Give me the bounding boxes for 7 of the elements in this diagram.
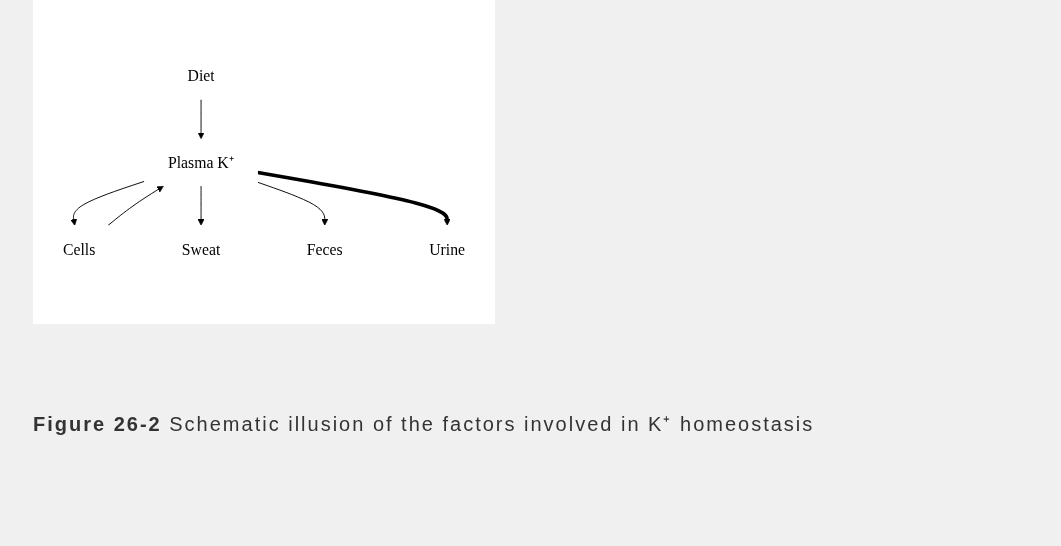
- node-text: Cells: [62, 239, 96, 258]
- node-text: Feces: [306, 239, 343, 258]
- node-text: Urine: [429, 239, 466, 258]
- node-text: Sweat: [181, 239, 221, 258]
- node-text: Plasma K⁺: [167, 153, 235, 171]
- node-text: Diet: [187, 66, 215, 85]
- figure-caption: Figure 26-2 Schematic illusion of the factors involved in K⁺ homeostasis: [33, 412, 816, 437]
